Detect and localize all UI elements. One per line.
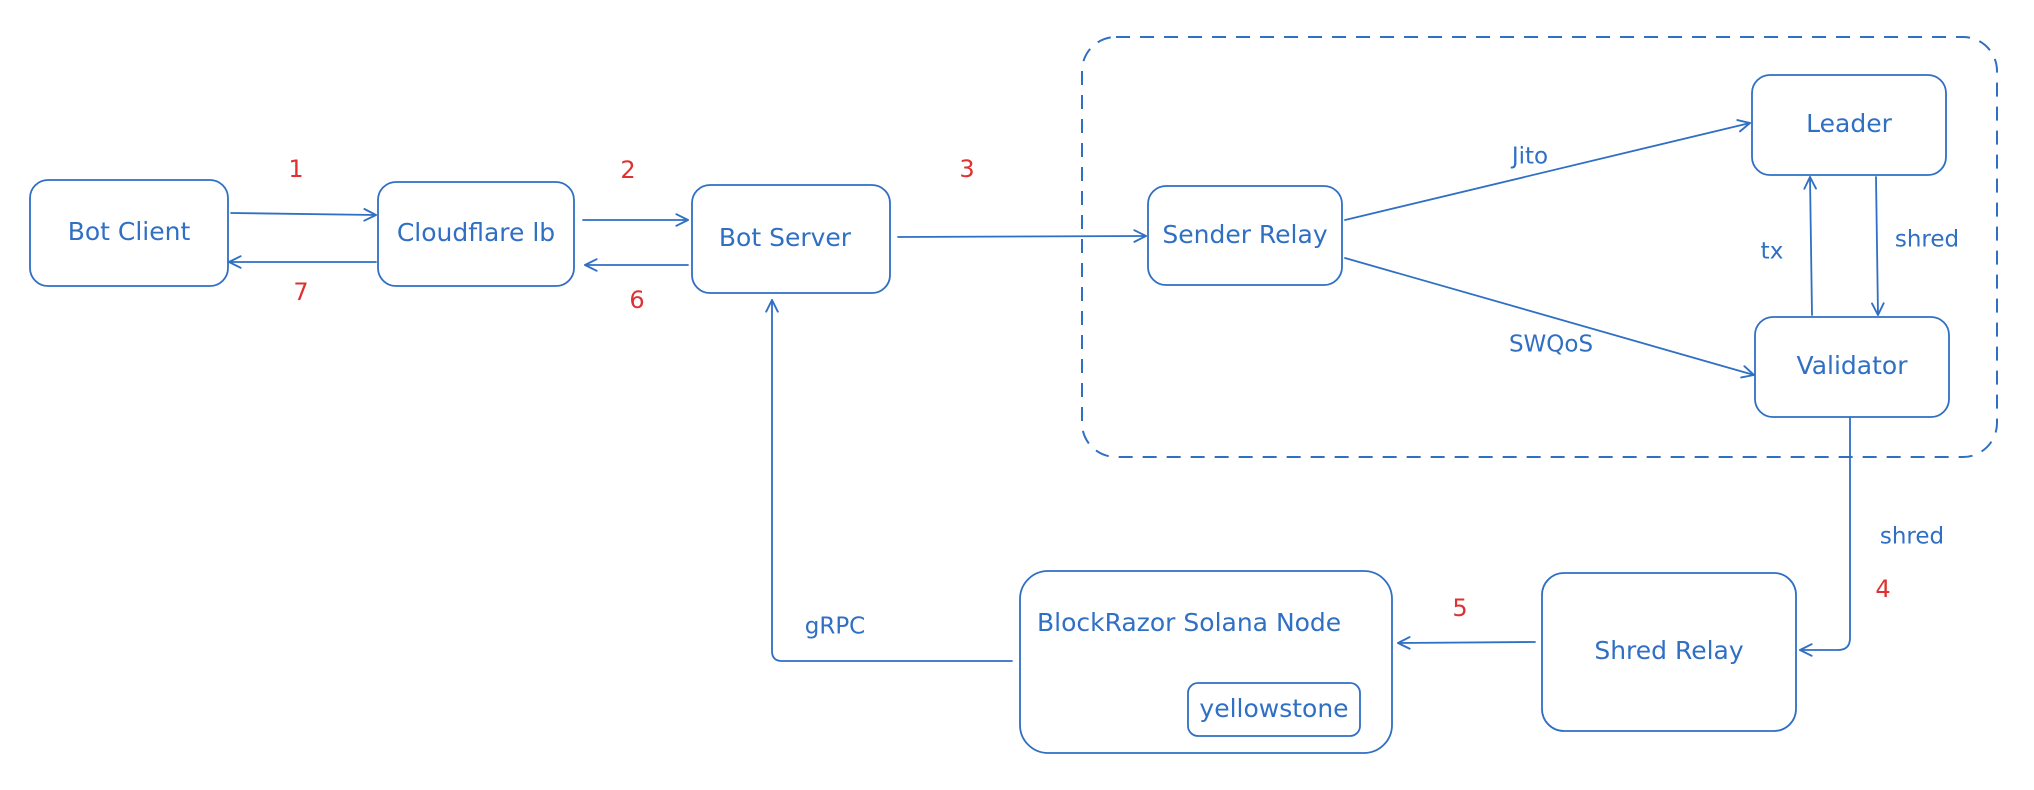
node-leader: Leader <box>1751 74 1947 176</box>
edge-label-tx: tx <box>1761 239 1784 265</box>
step-label-4: 4 <box>1875 575 1890 603</box>
node-blockrazor-label: BlockRazor Solana Node <box>1037 608 1341 637</box>
node-shred-relay: Shred Relay <box>1541 572 1797 732</box>
edge-leader-to-validator-shred <box>1871 176 1885 316</box>
step-label-2: 2 <box>620 156 635 184</box>
step-label-6: 6 <box>629 286 644 314</box>
node-blockrazor-solana-node: BlockRazor Solana Node yellowstone <box>1019 570 1393 754</box>
edge-client-to-cloudflare <box>230 208 377 222</box>
node-bot-client-label: Bot Client <box>68 217 191 246</box>
step-label-3: 3 <box>959 155 974 183</box>
node-validator: Validator <box>1754 316 1950 418</box>
edge-label-swqos: SWQoS <box>1509 332 1593 358</box>
edge-shred-relay-to-node <box>1397 636 1536 650</box>
node-cloudflare-lb: Cloudflare lb <box>377 181 575 287</box>
node-yellowstone: yellowstone <box>1187 682 1361 737</box>
edge-label-shred-validator-relay: shred <box>1880 524 1944 550</box>
edge-label-grpc: gRPC <box>805 614 866 640</box>
node-sender-relay-label: Sender Relay <box>1162 220 1327 249</box>
node-yellowstone-label: yellowstone <box>1199 694 1348 723</box>
edge-validator-to-shred-relay <box>1799 416 1851 657</box>
edge-validator-to-leader-tx <box>1803 176 1817 316</box>
node-bot-client: Bot Client <box>29 179 229 287</box>
edge-label-shred-leader-validator: shred <box>1895 227 1959 253</box>
node-shred-relay-label: Shred Relay <box>1594 636 1744 665</box>
node-bot-server: Bot Server <box>691 184 891 294</box>
node-validator-label: Validator <box>1797 351 1909 380</box>
edge-sender-to-leader <box>1344 119 1751 221</box>
node-sender-relay: Sender Relay <box>1147 185 1343 286</box>
node-bot-server-label: Bot Server <box>719 223 852 252</box>
step-label-1: 1 <box>288 155 303 183</box>
step-label-7: 7 <box>293 278 308 306</box>
edge-node-to-server-grpc <box>765 299 1013 662</box>
node-cloudflare-lb-label: Cloudflare lb <box>397 218 555 247</box>
edge-server-to-sender <box>897 229 1147 243</box>
edge-label-jito: Jito <box>1510 144 1548 170</box>
step-label-5: 5 <box>1452 594 1467 622</box>
solana-cluster-group <box>1081 36 1998 458</box>
node-leader-label: Leader <box>1806 109 1892 138</box>
edge-sender-to-validator <box>1344 257 1755 379</box>
